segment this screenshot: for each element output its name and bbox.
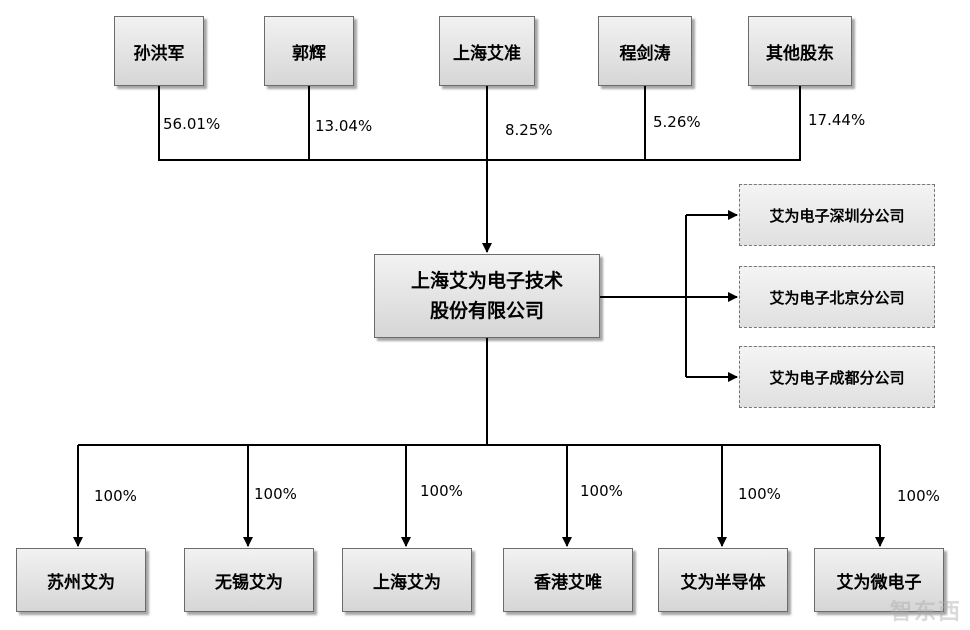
subsidiary-box-5: 艾为半导体 <box>658 548 788 612</box>
subsidiary-pct-1: 100% <box>94 487 137 505</box>
shareholder-pct-1: 56.01% <box>163 115 221 133</box>
subsidiary-pct-6: 100% <box>897 487 940 505</box>
branch-box-beijing: 艾为电子北京分公司 <box>739 266 935 328</box>
subsidiary-box-3: 上海艾为 <box>342 548 472 612</box>
branch-box-shenzhen: 艾为电子深圳分公司 <box>739 184 935 246</box>
subsidiary-pct-4: 100% <box>580 482 623 500</box>
shareholder-pct-3: 8.25% <box>505 121 553 139</box>
subsidiary-pct-2: 100% <box>254 485 297 503</box>
shareholder-box-5: 其他股东 <box>748 16 852 86</box>
shareholder-pct-2: 13.04% <box>315 117 373 135</box>
shareholder-pct-5: 17.44% <box>808 111 866 129</box>
shareholder-box-3: 上海艾准 <box>439 16 535 86</box>
branch-box-chengdu: 艾为电子成都分公司 <box>739 346 935 408</box>
shareholder-box-4: 程剑涛 <box>598 16 692 86</box>
watermark-logo: 智东西 <box>889 600 962 625</box>
subsidiary-pct-3: 100% <box>420 482 463 500</box>
shareholder-pct-4: 5.26% <box>653 113 701 131</box>
subsidiary-box-4: 香港艾唯 <box>503 548 633 612</box>
subsidiary-box-6: 艾为微电子 <box>814 548 944 612</box>
company-box: 上海艾为电子技术 股份有限公司 <box>374 254 600 338</box>
shareholder-box-2: 郭辉 <box>264 16 354 86</box>
subsidiary-pct-5: 100% <box>738 485 781 503</box>
subsidiary-box-1: 苏州艾为 <box>16 548 146 612</box>
subsidiary-box-2: 无锡艾为 <box>184 548 314 612</box>
shareholder-box-1: 孙洪军 <box>114 16 204 86</box>
